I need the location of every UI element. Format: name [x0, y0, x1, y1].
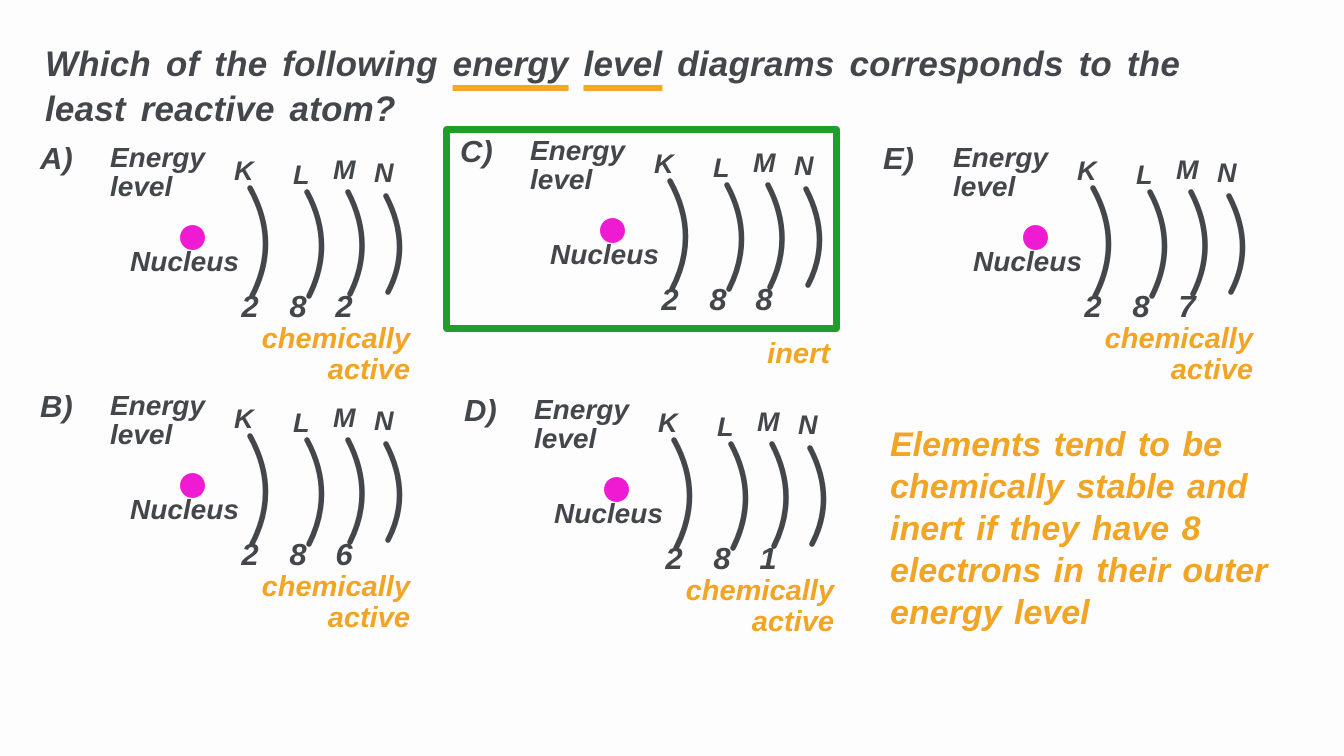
shell-label-l: L: [1136, 160, 1153, 190]
electron-count-m: 2: [335, 289, 353, 324]
shell-label-l: L: [293, 160, 310, 190]
shell-label-l: L: [293, 408, 310, 438]
option-label: B): [40, 389, 73, 424]
reactivity-status: chemically active: [685, 575, 834, 638]
shell-label-m: M: [757, 407, 780, 437]
nucleus-dot: [180, 225, 205, 250]
electron-count-k: 2: [241, 289, 259, 324]
question-line-2: least reactive atom?: [45, 90, 396, 129]
reactivity-status: chemically active: [261, 571, 410, 634]
shell-label-n: N: [374, 406, 394, 436]
question-line-1: Which of the following energy level diag…: [45, 42, 1180, 87]
option-label: E): [883, 141, 914, 176]
reactivity-status: chemically active: [261, 323, 410, 386]
reactivity-status: inert: [767, 338, 830, 370]
shell-label-n: N: [798, 410, 818, 440]
energy-shell-arcs-icon: [1090, 185, 1246, 299]
nucleus-dot: [600, 218, 625, 243]
electron-count-l: 8: [289, 289, 307, 324]
shell-label-m: M: [333, 403, 356, 433]
diagram-option-e: E) Energy level K L M N Nucleus 2 8 7 ch…: [878, 140, 1278, 390]
nucleus-label: Nucleus: [130, 494, 239, 525]
shell-label-n: N: [1217, 158, 1237, 188]
shell-label-l: L: [713, 153, 730, 183]
option-label: A): [40, 141, 73, 176]
question-part1: Which of the following: [45, 45, 453, 84]
electron-count-m: 7: [1178, 289, 1196, 324]
energy-level-label: Energy level: [953, 142, 1048, 202]
electron-count-k: 2: [1084, 289, 1102, 324]
energy-level-label: Energy level: [110, 142, 205, 202]
energy-shell-arcs-icon: [247, 185, 403, 299]
energy-level-label: Energy level: [110, 390, 205, 450]
shell-label-k: K: [658, 408, 678, 438]
electron-count-m: 8: [755, 282, 773, 317]
electron-count-k: 2: [241, 537, 259, 572]
shell-label-n: N: [374, 158, 394, 188]
diagram-option-d: D) Energy level K L M N Nucleus 2 8 1 ch…: [459, 392, 859, 642]
shell-label-m: M: [753, 148, 776, 178]
electron-count-l: 8: [289, 537, 307, 572]
underlined-word-energy: energy: [452, 45, 569, 84]
reactivity-status: chemically active: [1104, 323, 1253, 386]
shell-label-k: K: [654, 149, 674, 179]
shell-label-k: K: [1077, 156, 1097, 186]
energy-shell-arcs-icon: [671, 437, 827, 551]
correct-answer-highlight-box: [443, 126, 840, 332]
option-label: C): [460, 134, 493, 169]
shell-label-k: K: [234, 404, 254, 434]
nucleus-dot: [1023, 225, 1048, 250]
underlined-word-level: level: [583, 45, 663, 84]
electron-count-m: 6: [335, 537, 353, 572]
diagram-option-c: C) Energy level K L M N Nucleus 2 8 8 in…: [455, 133, 855, 383]
diagram-option-a: A) Energy level K L M N Nucleus 2 8 2 ch…: [35, 140, 435, 390]
shell-label-m: M: [333, 155, 356, 185]
diagram-option-b: B) Energy level K L M N Nucleus 2 8 6 ch…: [35, 388, 435, 638]
question-part2: diagrams corresponds to the: [662, 45, 1181, 84]
electron-count-l: 8: [713, 541, 731, 576]
shell-label-m: M: [1176, 155, 1199, 185]
electron-count-l: 8: [1132, 289, 1150, 324]
electron-count-l: 8: [709, 282, 727, 317]
electron-count-k: 2: [665, 541, 683, 576]
nucleus-label: Nucleus: [973, 246, 1082, 277]
energy-shell-arcs-icon: [667, 178, 823, 292]
shell-label-k: K: [234, 156, 254, 186]
shell-label-n: N: [794, 151, 814, 181]
electron-count-m: 1: [759, 541, 777, 576]
energy-level-label: Energy level: [530, 135, 625, 195]
nucleus-label: Nucleus: [554, 498, 663, 529]
electron-count-k: 2: [661, 282, 679, 317]
question-text: Which of the following energy level diag…: [45, 42, 1180, 132]
option-label: D): [464, 393, 497, 428]
explanation-note: Elements tend to be chemically stable an…: [890, 426, 1268, 632]
nucleus-dot: [604, 477, 629, 502]
nucleus-dot: [180, 473, 205, 498]
nucleus-label: Nucleus: [130, 246, 239, 277]
shell-label-l: L: [717, 412, 734, 442]
energy-shell-arcs-icon: [247, 433, 403, 547]
nucleus-label: Nucleus: [550, 239, 659, 270]
energy-level-label: Energy level: [534, 394, 629, 454]
